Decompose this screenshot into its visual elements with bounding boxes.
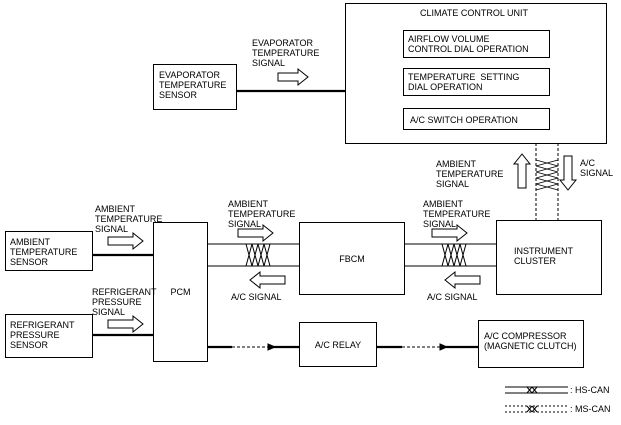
airflow-control-label: AIRFLOW VOLUME CONTROL DIAL OPERATION — [408, 34, 529, 54]
ambient-sensor-box — [5, 231, 93, 271]
hs-can-pcm-fbcm — [208, 243, 299, 267]
ac-compressor-label: A/C COMPRESSOR (MAGNETIC CLUTCH) — [484, 331, 577, 351]
legend-ms-can-label: : MS-CAN — [570, 404, 611, 414]
ac-relay-box: A/C RELAY — [299, 322, 377, 367]
ac-cluster-fbcm-label: A/C SIGNAL — [427, 292, 478, 302]
ambient-sensor-label: AMBIENT TEMPERATURE SENSOR — [10, 237, 78, 267]
pcm-label: PCM — [170, 287, 191, 297]
ambient-fbcm-cluster-label: AMBIENT TEMPERATURE SIGNAL — [423, 199, 491, 229]
fbcm-label: FBCM — [339, 253, 365, 264]
refrig-to-pcm-label: REFRIGERANT PRESSURE SIGNAL — [92, 287, 157, 317]
ccu-title: CLIMATE CONTROL UNIT — [420, 8, 529, 18]
ac-ccu-cluster-label: A/C SIGNAL — [580, 158, 614, 178]
ambient-pcm-fbcm-label: AMBIENT TEMPERATURE SIGNAL — [228, 199, 296, 229]
airflow-control-box — [403, 30, 550, 58]
signal-arrows — [107, 67, 578, 334]
legend-symbols — [505, 386, 568, 413]
fbcm-box: FBCM — [299, 222, 405, 295]
ambient-to-pcm-label: AMBIENT TEMPERATURE SIGNAL — [95, 204, 163, 234]
ac-switch-box — [403, 108, 550, 130]
evaporator-sensor-label: EVAPORATOR TEMPERATURE SENSOR — [159, 70, 227, 100]
pcm-box: PCM — [153, 222, 208, 362]
temperature-setting-box — [403, 68, 550, 96]
evaporator-sensor-box — [153, 64, 237, 110]
relay-arrows — [232, 343, 449, 351]
ac-fbcm-pcm-label: A/C SIGNAL — [231, 292, 282, 302]
hs-can-fbcm-cluster — [405, 243, 496, 267]
instrument-cluster-box — [496, 220, 602, 295]
refrigerant-sensor-label: REFRIGERANT PRESSURE SENSOR — [10, 320, 75, 350]
ac-relay-label: A/C RELAY — [314, 339, 362, 350]
legend-hs-can-label: : HS-CAN — [570, 385, 610, 395]
ac-compressor-box — [478, 320, 584, 368]
ambient-cluster-ccu-label: AMBIENT TEMPERATURE SIGNAL — [436, 159, 504, 189]
evap-temp-signal-label: EVAPORATOR TEMPERATURE SIGNAL — [252, 38, 320, 68]
refrigerant-sensor-box — [5, 314, 93, 358]
temperature-setting-label: TEMPERATURE SETTING DIAL OPERATION — [408, 72, 520, 92]
ac-switch-label: A/C SWITCH OPERATION — [410, 115, 518, 125]
instrument-cluster-label: INSTRUMENT CLUSTER — [514, 246, 573, 266]
ms-can-cluster-ccu — [535, 143, 559, 220]
